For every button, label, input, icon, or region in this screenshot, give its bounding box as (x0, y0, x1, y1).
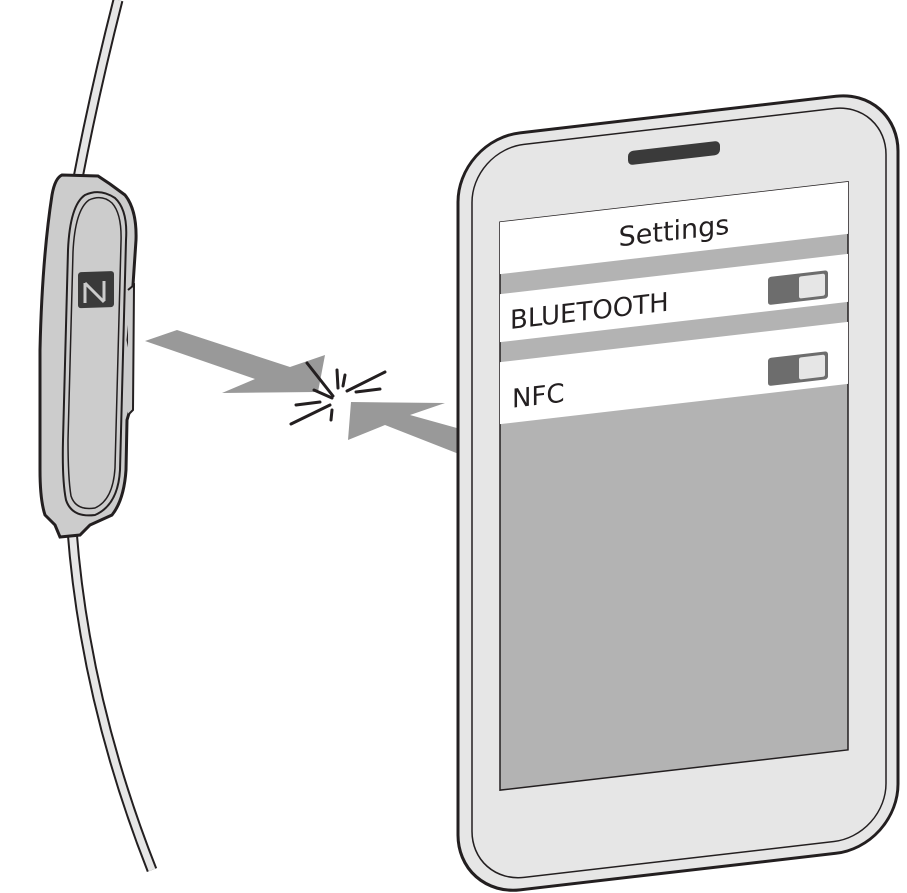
touch-spark-icon (289, 361, 387, 426)
nfc-n-mark-icon (78, 271, 114, 309)
arrow-from-remote (145, 330, 325, 393)
phone-speaker (628, 141, 720, 165)
earphone-remote (38, 173, 138, 539)
settings-row-bluetooth[interactable]: BLUETOOTH (500, 253, 848, 343)
bluetooth-toggle[interactable] (768, 270, 828, 305)
row-label: NFC (512, 379, 565, 415)
phone-screen: Settings BLUETOOTH NFC (499, 181, 849, 791)
settings-header (500, 181, 848, 275)
arrow-from-phone (348, 402, 464, 456)
earphone-cable (66, 0, 158, 873)
settings-row-nfc[interactable]: NFC (500, 321, 848, 425)
nfc-toggle[interactable] (768, 351, 828, 386)
smartphone: Settings BLUETOOTH NFC (456, 94, 900, 892)
